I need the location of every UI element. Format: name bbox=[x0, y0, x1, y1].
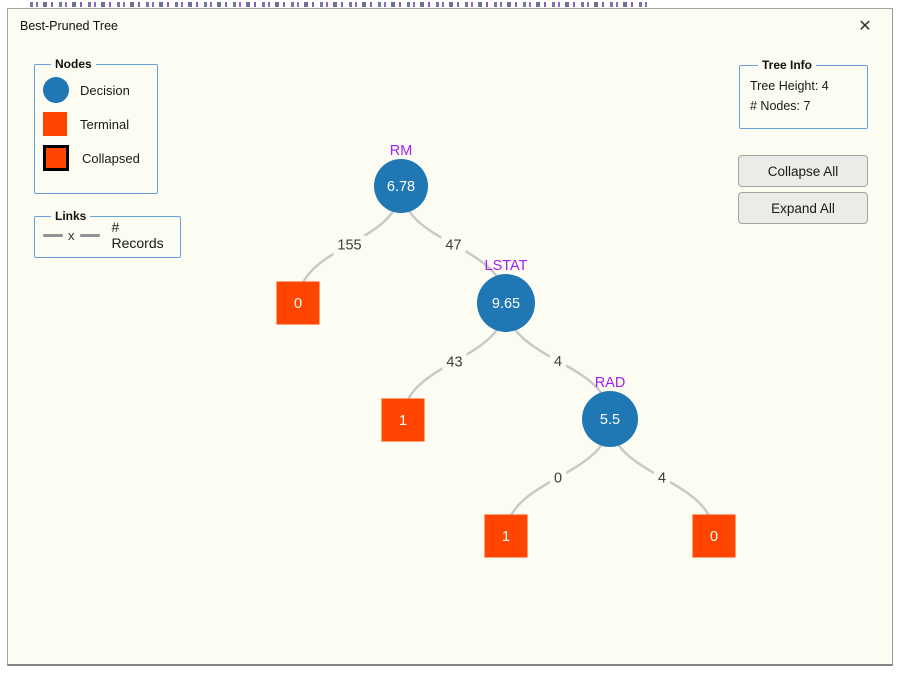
tree-height-value: Tree Height: 4 bbox=[750, 79, 829, 93]
tree-node-terminal[interactable] bbox=[484, 514, 528, 558]
legend-item-label: Collapsed bbox=[82, 150, 140, 166]
legend-item-label: Decision bbox=[80, 82, 130, 98]
link-records-label: 155 bbox=[337, 238, 361, 254]
tree-node-decision[interactable] bbox=[582, 391, 638, 447]
link-records-label: 43 bbox=[446, 355, 462, 371]
link-label-halo bbox=[333, 235, 366, 256]
node-variable-label: LSTAT bbox=[485, 258, 528, 274]
node-value-label: 1 bbox=[399, 413, 407, 429]
links-legend-row: x # Records bbox=[43, 219, 172, 251]
link-label-halo bbox=[441, 235, 466, 256]
tree-node-terminal[interactable] bbox=[692, 514, 736, 558]
node-value-label: 5.5 bbox=[600, 412, 620, 428]
link-label-halo bbox=[442, 352, 467, 373]
links-legend-title: Links bbox=[55, 209, 87, 223]
node-value-label: 6.78 bbox=[387, 179, 415, 195]
node-value-label: 0 bbox=[710, 529, 718, 545]
link-records-label: 47 bbox=[445, 238, 461, 254]
links-legend: Links x # Records bbox=[34, 209, 181, 258]
tree-info-box: Tree Info Tree Height: 4 # Nodes: 7 bbox=[739, 58, 868, 129]
link-records-label: 4 bbox=[658, 471, 666, 487]
nodes-legend: Nodes Decision Terminal Collapsed bbox=[34, 57, 158, 194]
collapsed-node-icon bbox=[43, 145, 69, 171]
node-variable-label: RM bbox=[390, 143, 413, 159]
legend-item-terminal: Terminal bbox=[43, 107, 149, 141]
tree-node-decision[interactable] bbox=[477, 274, 535, 332]
link-line-icon bbox=[43, 233, 63, 237]
collapse-all-button[interactable]: Collapse All bbox=[738, 155, 868, 187]
expand-all-button[interactable]: Expand All bbox=[738, 192, 868, 224]
dialog-title: Best-Pruned Tree bbox=[20, 19, 118, 33]
records-label: # Records bbox=[111, 219, 164, 251]
link-label-halo bbox=[653, 468, 671, 489]
node-count-value: # Nodes: 7 bbox=[750, 99, 811, 113]
link-records-label: 4 bbox=[554, 354, 562, 370]
terminal-node-icon bbox=[43, 112, 67, 136]
legend-item-decision: Decision bbox=[43, 73, 149, 107]
legend-item-label: Terminal bbox=[80, 116, 130, 132]
link-label-halo bbox=[549, 468, 567, 489]
decision-node-icon bbox=[43, 77, 69, 103]
link-x-symbol: x bbox=[68, 227, 75, 243]
tree-info-title: Tree Info bbox=[762, 58, 813, 72]
tree-node-terminal[interactable] bbox=[276, 281, 320, 325]
node-variable-label: RAD bbox=[595, 375, 626, 391]
link-label-halo bbox=[549, 352, 567, 372]
tree-node-decision[interactable] bbox=[374, 159, 428, 213]
clipped-background-text bbox=[30, 2, 650, 7]
nodes-legend-title: Nodes bbox=[55, 57, 92, 71]
legend-item-collapsed: Collapsed bbox=[43, 141, 149, 175]
tree-node-terminal[interactable] bbox=[381, 398, 425, 442]
node-value-label: 0 bbox=[294, 296, 302, 312]
node-value-label: 1 bbox=[502, 529, 510, 545]
dialog-panel bbox=[7, 8, 893, 666]
link-line-icon bbox=[79, 233, 100, 237]
node-value-label: 9.65 bbox=[492, 296, 520, 312]
close-icon[interactable]: ✕ bbox=[858, 18, 872, 35]
link-records-label: 0 bbox=[554, 471, 562, 487]
